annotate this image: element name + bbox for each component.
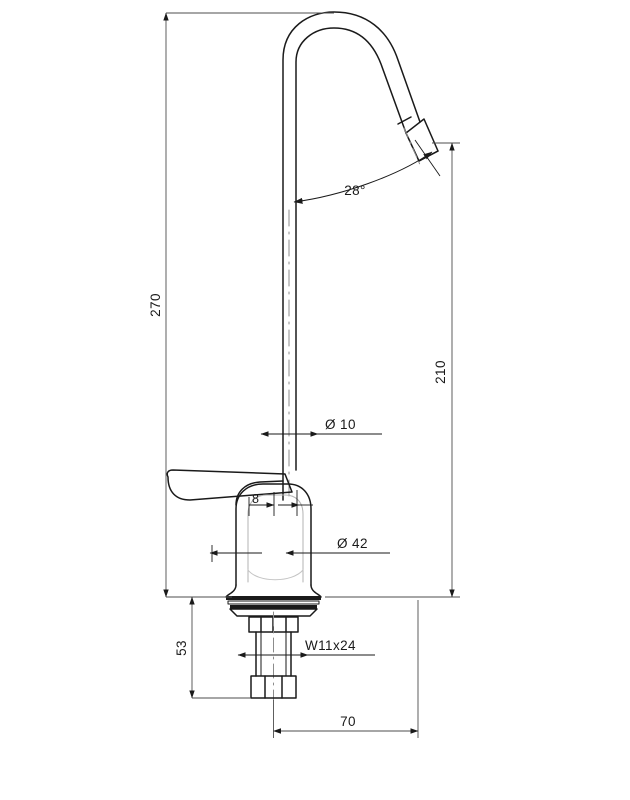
body-inner-bottom-curve [247,569,304,581]
dimension-label-70: 70 [340,714,356,729]
dimension-label-53: 53 [174,640,189,656]
dimension-label-210: 210 [433,360,448,384]
dimension-spout-reach [273,600,419,738]
aerator-centerline [403,127,422,168]
gasket-taper [229,608,318,617]
gasket-layer-1 [226,596,321,600]
spout-outer-wall [282,11,421,501]
dimension-label-270: 270 [148,293,163,317]
dimension-body-diameter [209,545,390,562]
dimension-shank-length [189,596,251,699]
dimension-label-28deg: 28° [344,183,366,198]
dimension-label-dia10: Ø 10 [325,417,356,432]
gasket-layer-2 [227,600,320,605]
faucet-body [235,483,312,586]
dimension-label-dia42: Ø 42 [337,536,368,551]
angle-leader-line [414,139,441,177]
spout-inner-wall [295,27,407,471]
dimension-spout-angle [293,139,441,204]
gasket-layer-3 [230,605,317,609]
lower-hex-nut [250,675,297,699]
dimension-label-8: 8 [252,492,259,506]
dimension-cartridge-width [248,490,313,516]
dimension-spout-height [325,142,460,598]
aerator-seam-line [397,116,412,125]
angle-arc [293,151,433,204]
dimension-label-thread: W11x24 [305,638,356,653]
